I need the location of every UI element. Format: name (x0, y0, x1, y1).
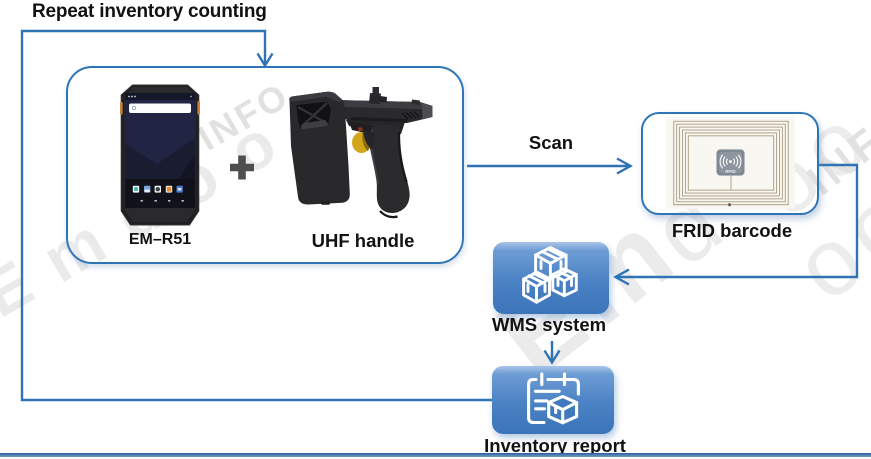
svg-text:RFID: RFID (725, 169, 736, 174)
